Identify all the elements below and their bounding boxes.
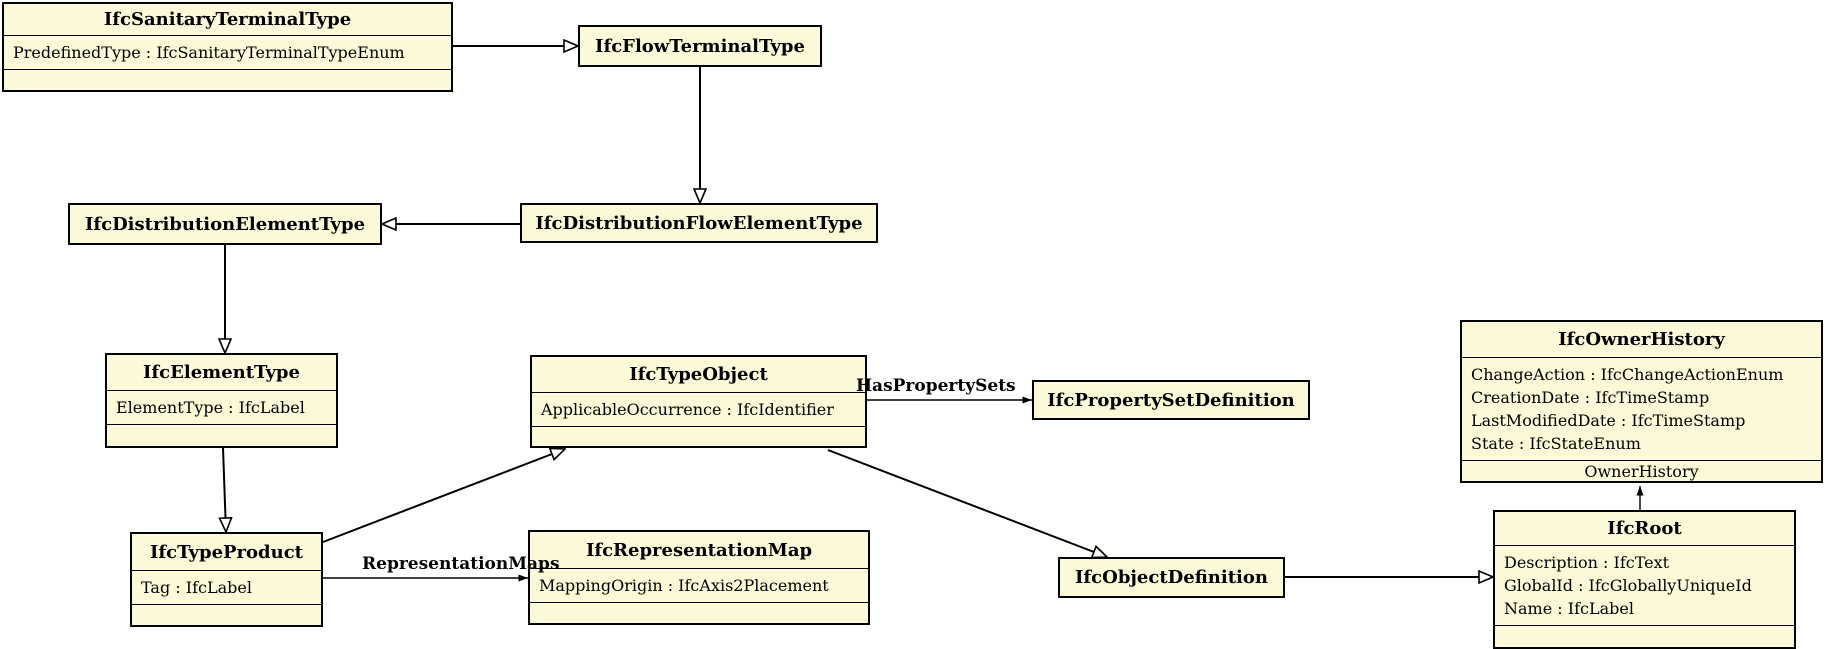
class-title: IfcDistributionElementType bbox=[84, 213, 366, 235]
class-title: IfcRepresentationMap bbox=[585, 539, 813, 561]
class-empty-compartment bbox=[4, 69, 451, 90]
class-title: IfcRoot bbox=[1607, 518, 1682, 539]
class-attributes: Description : IfcText GlobalId : IfcGlob… bbox=[1495, 545, 1794, 625]
class-attributes: ChangeAction : IfcChangeActionEnum Creat… bbox=[1462, 357, 1821, 460]
class-title: IfcOwnerHistory bbox=[1558, 329, 1725, 350]
class-attribute: LastModifiedDate : IfcTimeStamp bbox=[1471, 411, 1746, 430]
generalization-typeproduct-to-typeobject bbox=[322, 449, 565, 543]
class-attribute: State : IfcStateEnum bbox=[1471, 434, 1641, 453]
class-attributes: Tag : IfcLabel bbox=[132, 570, 321, 604]
class-attribute: PredefinedType : IfcSanitaryTerminalType… bbox=[13, 43, 405, 62]
class-attribute: CreationDate : IfcTimeStamp bbox=[1471, 388, 1710, 407]
class-ifc-type-object: IfcTypeObject ApplicableOccurrence : Ifc… bbox=[530, 355, 867, 448]
class-empty-compartment bbox=[132, 604, 321, 625]
class-attributes: ApplicableOccurrence : IfcIdentifier bbox=[532, 392, 865, 426]
class-attribute: GlobalId : IfcGloballyUniqueId bbox=[1504, 576, 1752, 595]
class-ifc-distribution-flow-element-type: IfcDistributionFlowElementType bbox=[520, 203, 878, 243]
class-empty-compartment bbox=[107, 424, 336, 446]
class-ifc-object-definition: IfcObjectDefinition bbox=[1058, 557, 1285, 598]
association-role-label-owner-history: OwnerHistory bbox=[1462, 460, 1821, 482]
class-empty-compartment bbox=[1495, 625, 1794, 647]
class-attribute: Description : IfcText bbox=[1504, 553, 1670, 572]
class-title: IfcFlowTerminalType bbox=[595, 35, 805, 57]
class-attribute: Tag : IfcLabel bbox=[141, 578, 252, 597]
class-ifc-sanitary-terminal-type: IfcSanitaryTerminalType PredefinedType :… bbox=[2, 2, 453, 92]
class-attributes: ElementType : IfcLabel bbox=[107, 390, 336, 424]
class-ifc-owner-history: IfcOwnerHistory ChangeAction : IfcChange… bbox=[1460, 320, 1823, 483]
class-title: IfcDistributionFlowElementType bbox=[535, 212, 863, 234]
class-attribute: ApplicableOccurrence : IfcIdentifier bbox=[541, 400, 834, 419]
class-empty-compartment bbox=[532, 426, 865, 446]
class-title: IfcElementType bbox=[143, 362, 300, 383]
class-attributes: PredefinedType : IfcSanitaryTerminalType… bbox=[4, 35, 451, 69]
class-ifc-element-type: IfcElementType ElementType : IfcLabel bbox=[105, 353, 338, 448]
class-ifc-distribution-element-type: IfcDistributionElementType bbox=[68, 203, 382, 245]
class-title: IfcObjectDefinition bbox=[1075, 567, 1268, 588]
class-title: IfcPropertySetDefinition bbox=[1047, 389, 1295, 411]
class-title: IfcTypeProduct bbox=[149, 541, 303, 563]
class-attributes: MappingOrigin : IfcAxis2Placement bbox=[530, 568, 868, 602]
class-title: IfcSanitaryTerminalType bbox=[103, 9, 352, 30]
class-attribute: ElementType : IfcLabel bbox=[116, 398, 305, 417]
class-attribute: MappingOrigin : IfcAxis2Placement bbox=[539, 576, 829, 595]
class-title: IfcTypeObject bbox=[629, 364, 768, 385]
class-ifc-property-set-definition: IfcPropertySetDefinition bbox=[1032, 380, 1310, 420]
class-ifc-type-product: IfcTypeProduct Tag : IfcLabel bbox=[130, 532, 323, 627]
class-ifc-flow-terminal-type: IfcFlowTerminalType bbox=[578, 25, 822, 67]
class-attribute: ChangeAction : IfcChangeActionEnum bbox=[1471, 365, 1784, 384]
generalization-elementtype-to-typeproduct bbox=[223, 447, 226, 532]
class-ifc-representation-map: IfcRepresentationMap MappingOrigin : Ifc… bbox=[528, 530, 870, 625]
association-label-haspropertysets: HasPropertySets bbox=[856, 376, 1016, 396]
class-empty-compartment bbox=[530, 602, 868, 623]
class-ifc-root: IfcRoot Description : IfcText GlobalId :… bbox=[1493, 510, 1796, 649]
class-attribute: Name : IfcLabel bbox=[1504, 599, 1634, 618]
